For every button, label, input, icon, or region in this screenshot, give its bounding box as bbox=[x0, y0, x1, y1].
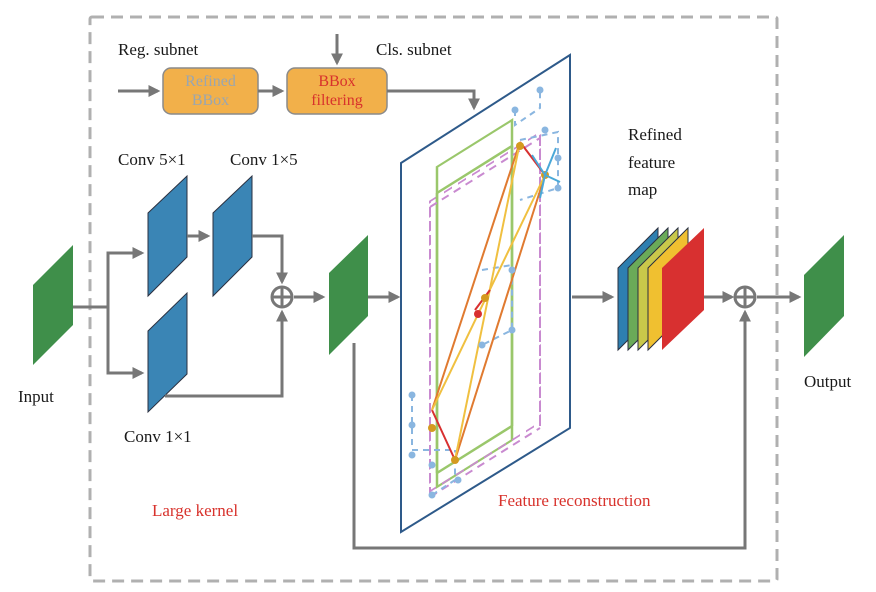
middle-feature-map bbox=[329, 235, 368, 355]
module-dashed-border bbox=[88, 15, 779, 583]
refined-bbox-text: Refined BBox bbox=[163, 72, 258, 110]
refined-bbox-line1: Refined bbox=[185, 73, 236, 90]
top-arrows bbox=[118, 34, 480, 111]
cls-subnet-label: Cls. subnet bbox=[376, 40, 452, 59]
conv-1x1-block bbox=[147, 291, 188, 414]
conv-5x1-block bbox=[147, 174, 188, 298]
input-feature-map bbox=[33, 245, 73, 365]
refined-bbox-line2: BBox bbox=[191, 92, 230, 109]
circle-plus-icon bbox=[270, 285, 294, 309]
conv-arrows bbox=[165, 230, 326, 398]
middle-arrows bbox=[352, 291, 751, 550]
reconstruction-cyan-spokes bbox=[531, 147, 561, 199]
circle-plus-icon bbox=[733, 285, 757, 309]
large-kernel-label: Large kernel bbox=[152, 501, 239, 520]
conv-1x1-label: Conv 1×1 bbox=[124, 427, 192, 446]
bbox-filtering-text: BBox filtering bbox=[287, 72, 387, 110]
refined-feature-line1: Refined bbox=[628, 125, 682, 144]
conv-5x1-label: Conv 5×1 bbox=[118, 150, 186, 169]
reconstruction-lines bbox=[431, 141, 546, 461]
output-label: Output bbox=[804, 372, 852, 391]
refined-feature-map-stack bbox=[617, 226, 704, 352]
reconstruction-plane bbox=[400, 53, 571, 534]
refined-feature-line2: feature bbox=[628, 153, 676, 172]
bbox-filtering-line1: BBox bbox=[318, 73, 356, 90]
output-feature-map bbox=[804, 235, 844, 357]
reconstruction-boxes bbox=[429, 118, 541, 498]
refined-feature-line3: map bbox=[628, 180, 658, 199]
reconstruction-blue-points bbox=[408, 86, 562, 499]
input-branch-arrows bbox=[73, 247, 145, 379]
feature-reconstruction-label: Feature reconstruction bbox=[498, 491, 651, 510]
bbox-filtering-line2: filtering bbox=[311, 92, 363, 109]
conv-1x5-block bbox=[212, 174, 253, 298]
input-label: Input bbox=[18, 387, 54, 406]
reg-subnet-label: Reg. subnet bbox=[118, 40, 199, 59]
conv-1x5-label: Conv 1×5 bbox=[230, 150, 298, 169]
